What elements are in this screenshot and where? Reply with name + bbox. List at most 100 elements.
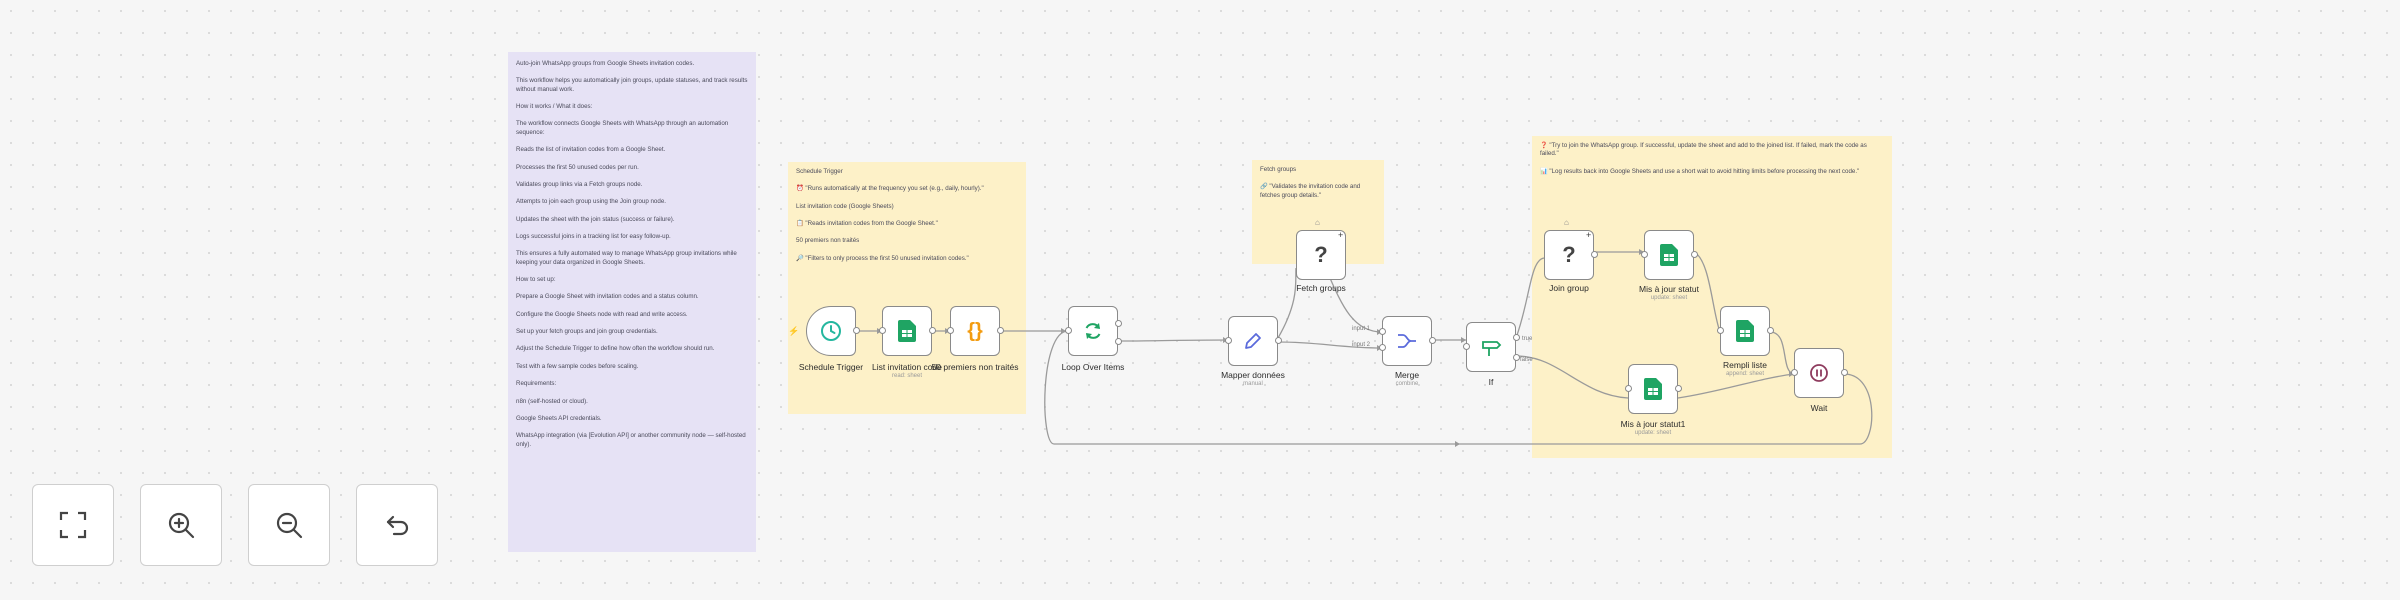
edge-update-rempli <box>1693 251 1721 333</box>
note-line: Updates the sheet with the join status (… <box>516 215 675 223</box>
node-label: Mis à jour statut1 <box>1620 419 1686 429</box>
node-wait[interactable] <box>1794 348 1844 398</box>
note-line: How it works / What it does: <box>516 103 593 111</box>
pause-icon <box>1810 364 1828 382</box>
node-loop-over-items[interactable] <box>1068 306 1118 356</box>
node-sublabel: manual <box>1243 381 1263 387</box>
node-label: If <box>1488 377 1494 387</box>
node-label: Loop Over Items <box>1061 362 1125 372</box>
note-line: How to set up: <box>516 276 556 284</box>
node-label: Mis à jour statut <box>1639 284 1699 294</box>
output-port[interactable] <box>997 327 1004 334</box>
input-port[interactable] <box>1641 251 1648 258</box>
output-port[interactable] <box>1767 327 1774 334</box>
zoom-in-button[interactable] <box>140 484 222 566</box>
note-line: Processes the first 50 unused codes per … <box>516 163 639 171</box>
node-trash-icon: ⌂ <box>1315 218 1320 227</box>
fit-view-button[interactable] <box>32 484 114 566</box>
sticky-note-trigger[interactable]: Schedule Trigger⏰ "Runs automatically at… <box>788 162 1026 414</box>
note-line: Prepare a Google Sheet with invitation c… <box>516 293 699 301</box>
overview-note-text: Auto-join WhatsApp groups from Google Sh… <box>516 60 748 449</box>
input-port[interactable] <box>1379 328 1386 335</box>
node-mapper-donnees[interactable] <box>1228 316 1278 366</box>
trigger-bolt-icon: ⚡ <box>788 326 800 336</box>
input-port[interactable] <box>1717 327 1724 334</box>
note-line: Logs successful joins in a tracking list… <box>516 232 671 240</box>
note-line: 🔎 "Filters to only process the first 50 … <box>796 254 969 262</box>
output-port[interactable] <box>1841 369 1848 376</box>
zoom-out-button[interactable] <box>248 484 330 566</box>
node-schedule-trigger[interactable] <box>806 306 856 356</box>
sticky-note-overview[interactable]: Auto-join WhatsApp groups from Google Sh… <box>508 52 756 552</box>
node-if[interactable] <box>1466 322 1516 372</box>
input-port[interactable] <box>1065 327 1072 334</box>
input-port[interactable] <box>1625 385 1632 392</box>
note-line: Adjust the Schedule Trigger to define ho… <box>516 345 715 353</box>
output-port[interactable] <box>1675 385 1682 392</box>
node-label: Rempli liste <box>1723 360 1767 370</box>
note-line: Validates group links via a Fetch groups… <box>516 180 643 188</box>
signpost-icon <box>1482 341 1502 356</box>
note-line: Attempts to join each group using the Jo… <box>516 198 666 206</box>
node-sublabel: append: sheet <box>1725 371 1765 377</box>
note-line: ❓ "Try to join the WhatsApp group. If su… <box>1540 142 1869 158</box>
input-port[interactable] <box>879 327 886 334</box>
note-line: 📋 "Reads invitation codes from the Googl… <box>796 220 938 228</box>
zoom-out-icon <box>276 512 303 539</box>
google-sheets-icon <box>1660 244 1678 266</box>
node-plus-icon[interactable]: + <box>1586 230 1592 240</box>
output-port[interactable] <box>1513 334 1520 341</box>
undo-icon <box>386 515 409 536</box>
input-port[interactable] <box>1463 343 1470 350</box>
pencil-icon <box>1245 333 1261 349</box>
node-join-group[interactable]: ? <box>1544 230 1594 280</box>
trigger-note-text: Schedule Trigger⏰ "Runs automatically at… <box>796 168 1018 263</box>
node-sublabel: combine <box>1395 381 1419 387</box>
node-plus-icon[interactable]: + <box>1338 230 1344 240</box>
node-update-status[interactable] <box>1644 230 1694 280</box>
edge-loop-mapper <box>1117 339 1229 342</box>
output-port[interactable] <box>1115 338 1122 345</box>
note-line: Test with a few sample codes before scal… <box>516 362 639 370</box>
node-label: 50 premiers non traités <box>931 362 1019 372</box>
input-port[interactable] <box>1791 369 1798 376</box>
node-rempli-liste[interactable] <box>1720 306 1770 356</box>
loop-icon <box>1085 323 1101 339</box>
code-braces-icon: {} <box>967 319 983 342</box>
node-sublabel: update: sheet <box>1634 430 1672 436</box>
edge-label-input2: input 2 <box>1352 342 1371 348</box>
note-line: Set up your fetch groups and join group … <box>516 328 658 336</box>
node-first-50-unprocessed[interactable]: {} <box>950 306 1000 356</box>
output-port[interactable] <box>1591 251 1598 258</box>
input-port[interactable] <box>1225 337 1232 344</box>
google-sheets-icon <box>1736 320 1754 342</box>
node-label: Wait <box>1810 403 1828 413</box>
node-fetch-groups[interactable]: ? <box>1296 230 1346 280</box>
node-merge[interactable] <box>1382 316 1432 366</box>
note-line: 50 premiers non traités <box>796 237 860 245</box>
node-list-invitation-code[interactable] <box>882 306 932 356</box>
output-port[interactable] <box>853 327 860 334</box>
output-port[interactable] <box>1429 337 1436 344</box>
input-port[interactable] <box>947 327 954 334</box>
node-update-status-2[interactable] <box>1628 364 1678 414</box>
output-port[interactable] <box>1513 354 1520 361</box>
merge-icon <box>1398 334 1416 348</box>
join-note-text: ❓ "Try to join the WhatsApp group. If su… <box>1540 142 1884 176</box>
edge-if-join <box>1515 257 1545 339</box>
edge-if-update2 <box>1515 355 1629 399</box>
output-port[interactable] <box>1691 251 1698 258</box>
node-trash-icon: ⌂ <box>1564 218 1569 227</box>
edge-arrow <box>1455 441 1460 447</box>
reset-view-button[interactable] <box>356 484 438 566</box>
node-sublabel: update: sheet <box>1650 295 1688 301</box>
output-port[interactable] <box>1115 320 1122 327</box>
input-port[interactable] <box>1379 344 1386 351</box>
output-port[interactable] <box>1275 337 1282 344</box>
output-port[interactable] <box>929 327 936 334</box>
note-line: Reads the list of invitation codes from … <box>516 146 666 154</box>
edge-update2-wait <box>1677 373 1795 399</box>
question-mark-icon: ? <box>1562 242 1576 267</box>
edge-arrow <box>1461 337 1466 343</box>
note-line: This workflow helps you automatically jo… <box>516 77 750 93</box>
